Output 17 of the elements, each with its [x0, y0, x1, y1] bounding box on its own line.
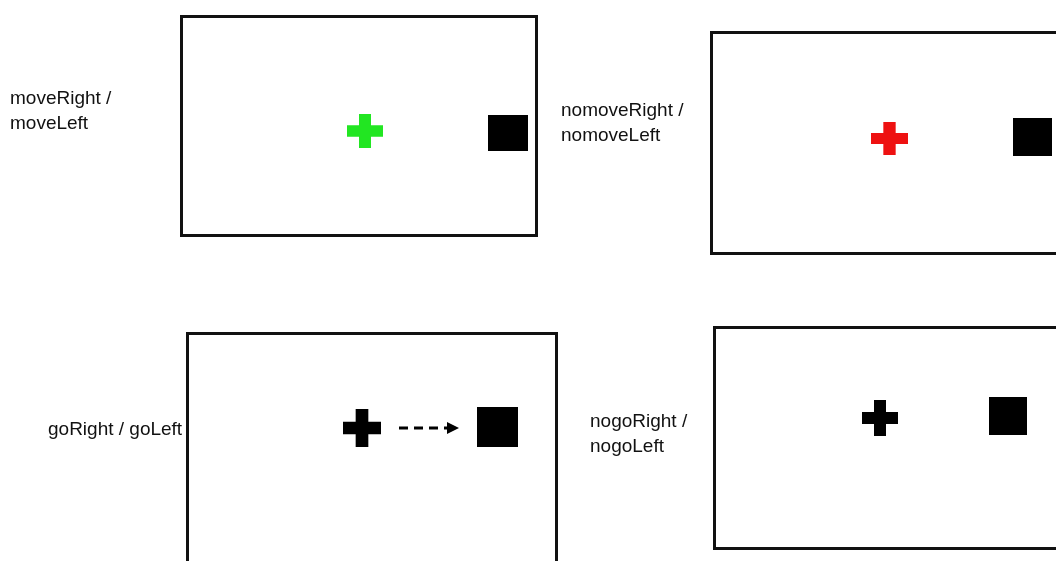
- square-shape: [1013, 118, 1052, 156]
- cross-shape: [862, 400, 898, 436]
- square-shape: [477, 407, 518, 447]
- condition-label: moveRight / moveLeft: [10, 86, 113, 135]
- dashed-arrow: [399, 422, 459, 434]
- condition-label: goRight / goLeft: [48, 417, 184, 441]
- square-shape: [488, 115, 528, 151]
- cross-shape: [343, 409, 381, 447]
- panel-frame: [180, 15, 538, 237]
- condition-label: nogoRight / nogoLeft: [590, 409, 689, 458]
- cross-shape: [871, 122, 908, 155]
- cross-shape: [347, 114, 383, 148]
- panel-frame: [713, 326, 1056, 550]
- panel-frame: [186, 332, 558, 561]
- square-shape: [989, 397, 1027, 435]
- panel-frame: [710, 31, 1056, 255]
- condition-label: nomoveRight / nomoveLeft: [561, 98, 685, 147]
